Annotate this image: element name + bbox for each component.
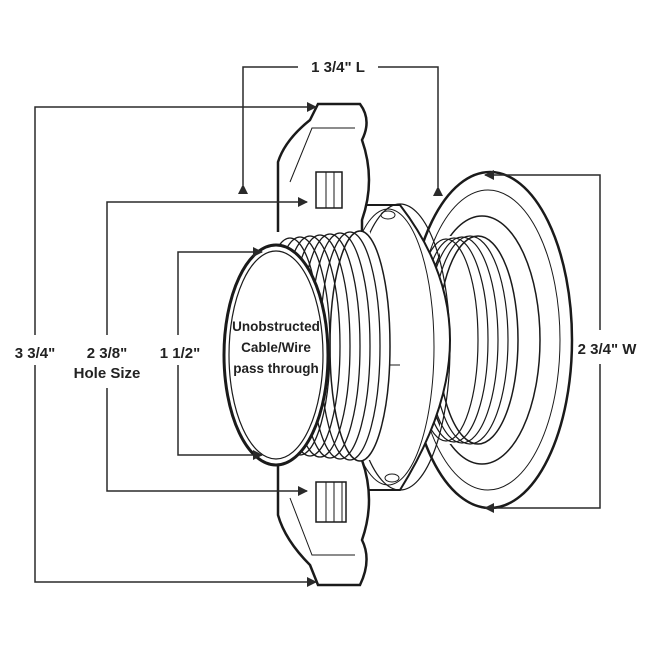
front-opening [222, 243, 330, 467]
center-label: Unobstructed Cable/Wire pass through [232, 319, 320, 376]
hole-size-label: Hole Size [74, 365, 141, 382]
overall-height-dimension: 3 3/4" [15, 102, 317, 587]
hole-size-value: 2 3/8" [87, 345, 127, 362]
inner-diameter-dimension: 1 1/2" [160, 247, 263, 460]
inner-diameter-label: 1 1/2" [160, 345, 200, 362]
width-label: 2 3/4" W [578, 341, 638, 358]
center-label-line2: Cable/Wire [241, 340, 311, 355]
center-label-line1: Unobstructed [232, 319, 320, 334]
length-dimension: 1 3/4" L [238, 59, 443, 196]
hole-size-dimension: 2 3/8" Hole Size [74, 197, 308, 496]
width-dimension: 2 3/4" W [484, 170, 638, 513]
grommet-illustration [222, 102, 574, 587]
overall-height-label: 3 3/4" [15, 345, 55, 362]
length-label: 1 3/4" L [311, 59, 365, 76]
center-label-line3: pass through [233, 361, 319, 376]
